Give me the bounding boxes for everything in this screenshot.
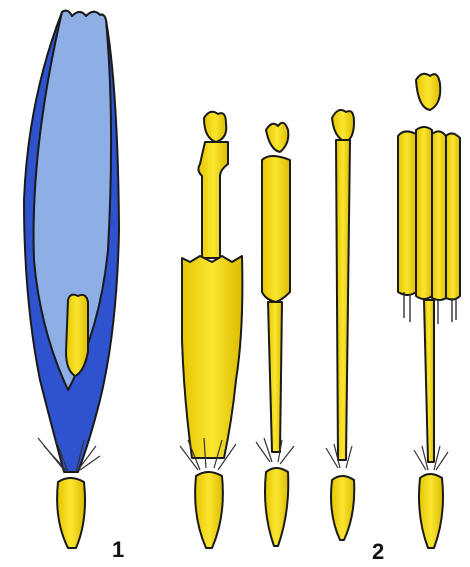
corolla-tube-a — [182, 256, 242, 458]
ovary-c — [331, 476, 354, 540]
ovary-1 — [57, 478, 85, 548]
stamen-b — [256, 123, 294, 546]
filament-b — [268, 302, 282, 452]
anther-tube-b — [262, 156, 290, 302]
stigma-b — [266, 123, 288, 152]
style-a — [198, 142, 228, 258]
anther-2 — [416, 127, 432, 299]
flower-1 — [24, 11, 119, 548]
style-c — [336, 140, 350, 460]
stigma-c — [332, 110, 354, 142]
stamen-a — [180, 112, 242, 548]
pistil-c — [326, 110, 354, 540]
anther-1 — [398, 131, 416, 295]
ovary-d — [419, 474, 443, 548]
stigma-d — [416, 74, 440, 110]
inner-anther — [66, 295, 88, 376]
style-d — [424, 300, 434, 462]
ovary-b — [265, 468, 288, 546]
ovary-a — [195, 472, 223, 548]
anther-3 — [432, 131, 446, 300]
figure-label-1: 1 — [112, 537, 124, 563]
stigma-a — [204, 112, 226, 142]
anther-4 — [446, 133, 460, 299]
figure-label-2: 2 — [372, 539, 384, 565]
stamen-group-d — [398, 74, 460, 548]
